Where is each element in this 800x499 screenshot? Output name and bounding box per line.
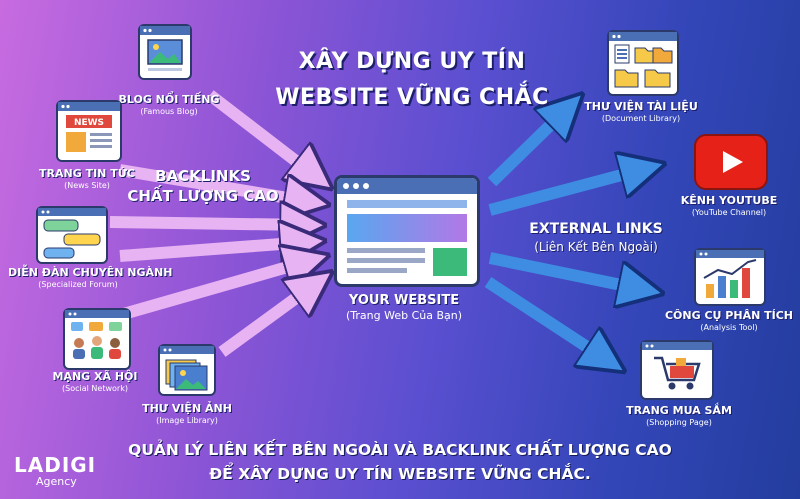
forum-title: DIỄN ĐÀN CHUYÊN NGÀNH <box>8 266 173 279</box>
logo-name: LADIGI <box>14 453 97 477</box>
shopping-subtitle: (Shopping Page) <box>646 418 712 427</box>
arrow-blog <box>206 90 318 178</box>
bottom-line-1: QUẢN LÝ LIÊN KẾT BÊN NGOÀI VÀ BACKLINK C… <box>128 441 672 459</box>
image-library-icon <box>160 346 214 391</box>
folder-document-icon <box>609 32 677 88</box>
social-title: MẠNG XÃ HỘI <box>52 370 138 383</box>
arrow-youtube <box>488 168 648 216</box>
your-website-window <box>334 175 480 287</box>
news-subtitle: (News Site) <box>64 181 110 190</box>
external-line-2: (Liên Kết Bên Ngoài) <box>534 240 658 254</box>
forum-subtitle: (Specialized Forum) <box>38 280 118 289</box>
forum-chat-icon <box>38 208 106 259</box>
arrow-document <box>487 106 570 187</box>
blog-label: BLOG NỔI TIẾNG (Famous Blog) <box>104 93 234 116</box>
your-website-title: YOUR WEBSITE <box>348 293 460 308</box>
shopping-title: TRANG MUA SẮM <box>626 404 732 417</box>
backlinks-line-2: CHẤT LƯỢNG CAO <box>127 187 279 205</box>
backlinks-label: BACKLINKS CHẤT LƯỢNG CAO <box>118 166 288 206</box>
analysis-tool-title: CÔNG CỤ PHÂN TÍCH <box>664 309 793 322</box>
arrow-shopping <box>484 276 610 362</box>
blog-card <box>138 24 192 80</box>
blog-image-icon <box>140 26 190 71</box>
logo-tagline: Agency <box>36 475 77 488</box>
youtube-subtitle: (YouTube Channel) <box>691 208 767 217</box>
forum-label: DIỄN ĐÀN CHUYÊN NGÀNH (Specialized Forum… <box>8 266 173 289</box>
shopping-card <box>640 340 714 400</box>
social-subtitle: (Social Network) <box>62 384 128 393</box>
blog-title: BLOG NỔI TIẾNG <box>118 93 220 106</box>
youtube-play-icon <box>723 151 743 173</box>
analysis-tool-label: CÔNG CỤ PHÂN TÍCH (Analysis Tool) <box>664 309 794 332</box>
image-library-label: THƯ VIỆN ẢNH (Image Library) <box>122 402 252 425</box>
forum-card <box>36 206 108 264</box>
bottom-caption: QUẢN LÝ LIÊN KẾT BÊN NGOÀI VÀ BACKLINK C… <box>0 438 800 486</box>
news-label: TRANG TIN TỨC (News Site) <box>22 167 152 190</box>
youtube-title: KÊNH YOUTUBE <box>680 194 778 207</box>
arrow-news <box>119 164 312 202</box>
image-library-card <box>158 344 216 396</box>
news-title: TRANG TIN TỨC <box>39 167 135 180</box>
document-library-label: THƯ VIỆN TÀI LIỆU (Document Library) <box>576 100 706 123</box>
your-website-subtitle: (Trang Web Của Bạn) <box>345 309 463 322</box>
image-library-subtitle: (Image Library) <box>156 416 218 425</box>
arrow-forum-2 <box>119 242 308 256</box>
external-line-1: EXTERNAL LINKS <box>529 221 663 237</box>
outgoing-arrows <box>484 106 648 362</box>
main-title: XÂY DỰNG UY TÍN WEBSITE VỮNG CHẮC <box>262 44 562 116</box>
website-layout-icon <box>337 178 477 276</box>
shopping-cart-icon <box>642 342 712 390</box>
backlinks-line-1: BACKLINKS <box>155 167 251 185</box>
arrow-image <box>218 282 318 357</box>
arrow-analysis <box>488 252 646 290</box>
arrow-social <box>118 260 312 321</box>
document-library-subtitle: (Document Library) <box>601 114 681 123</box>
youtube-label: KÊNH YOUTUBE (YouTube Channel) <box>664 194 794 217</box>
social-label: MẠNG XÃ HỘI (Social Network) <box>30 370 160 393</box>
news-badge: NEWS <box>74 118 104 128</box>
news-card: NEWS <box>56 100 122 162</box>
title-line-2: WEBSITE VỮNG CHẮC <box>275 85 549 110</box>
document-library-title: THƯ VIỆN TÀI LIỆU <box>584 100 698 113</box>
shopping-label: TRANG MUA SẮM (Shopping Page) <box>614 404 744 427</box>
analysis-tool-subtitle: (Analysis Tool) <box>700 323 758 332</box>
news-icon: NEWS <box>58 102 120 152</box>
social-card <box>63 308 131 370</box>
incoming-arrows <box>109 90 318 357</box>
ladigi-logo: LADIGI Agency <box>14 453 96 488</box>
analysis-tool-card <box>694 248 766 306</box>
your-website-label: YOUR WEBSITE (Trang Web Của Bạn) <box>324 293 484 322</box>
youtube-card <box>694 134 768 190</box>
title-line-1: XÂY DỰNG UY TÍN <box>298 49 526 74</box>
external-links-label: EXTERNAL LINKS (Liên Kết Bên Ngoài) <box>516 220 676 256</box>
arrow-forum-1 <box>109 222 308 225</box>
social-network-icon <box>65 310 129 359</box>
bottom-line-2: ĐỂ XÂY DỰNG UY TÍN WEBSITE VỮNG CHẮC. <box>209 465 591 483</box>
image-library-title: THƯ VIỆN ẢNH <box>142 402 232 415</box>
analytics-chart-icon <box>696 250 764 298</box>
document-library-card <box>607 30 679 96</box>
blog-subtitle: (Famous Blog) <box>140 107 198 116</box>
